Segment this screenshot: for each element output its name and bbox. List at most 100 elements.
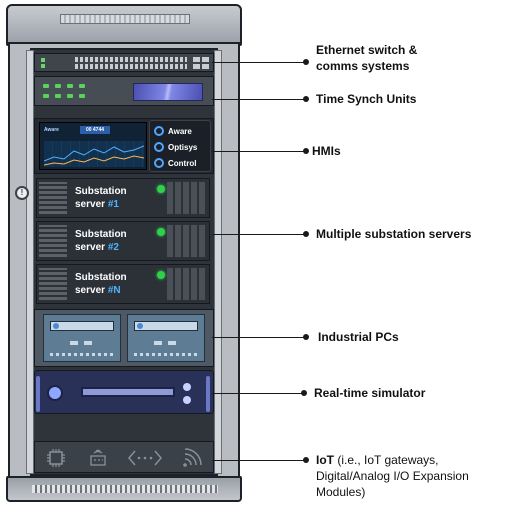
aware-logo-icon bbox=[154, 126, 164, 136]
ipc-port bbox=[84, 341, 92, 345]
hmi-screen: Aware 00 4744 bbox=[39, 122, 147, 170]
server-drive-bays bbox=[167, 268, 207, 300]
ipc-vent bbox=[134, 353, 198, 356]
network-arrows-icon bbox=[128, 450, 162, 466]
led bbox=[79, 94, 85, 98]
substation-server-n: Substation server #N bbox=[36, 264, 210, 304]
time-synch-display bbox=[133, 83, 203, 101]
server-vent bbox=[39, 182, 67, 214]
label-time-synch: Time Synch Units bbox=[316, 92, 417, 106]
simulator-slot bbox=[81, 387, 175, 397]
ethernet-switch-unit bbox=[34, 53, 214, 72]
led bbox=[55, 84, 61, 88]
hmi-app-label: Control bbox=[168, 158, 197, 168]
led bbox=[43, 94, 49, 98]
ipc-drive bbox=[134, 321, 198, 331]
label-iot-rest: (i.e., IoT gateways, Digital/Analog I/O … bbox=[316, 453, 469, 499]
led bbox=[67, 94, 73, 98]
rack-rail-left bbox=[26, 50, 34, 474]
simulator-knob bbox=[47, 385, 63, 401]
simulator-handle-right bbox=[206, 376, 210, 412]
server-label-line2: server bbox=[75, 242, 106, 253]
hmi-screen-graph bbox=[44, 141, 144, 167]
switch-led bbox=[41, 58, 45, 62]
ipc-port bbox=[70, 341, 78, 345]
label-industrial-pcs: Industrial PCs bbox=[318, 330, 399, 344]
server-status-led bbox=[157, 228, 165, 236]
substation-server-1: Substation server #1 bbox=[36, 178, 210, 218]
rack-rail-right bbox=[214, 50, 222, 474]
server-drive-bays bbox=[167, 182, 207, 214]
hmi-app-label: Aware bbox=[168, 126, 192, 136]
time-synch-unit bbox=[34, 76, 214, 106]
real-time-simulator-unit bbox=[34, 370, 214, 414]
hmi-screen-badge: 00 4744 bbox=[80, 126, 110, 134]
substation-server-2: Substation server #2 bbox=[36, 221, 210, 261]
callout-dot-ethernet bbox=[303, 59, 309, 65]
ipc-vent bbox=[50, 353, 114, 356]
server-vent bbox=[39, 225, 67, 257]
control-logo-icon bbox=[154, 158, 164, 168]
callout-line-simulator bbox=[212, 393, 304, 394]
switch-sfp-ports bbox=[193, 57, 209, 69]
callout-line-servers bbox=[212, 234, 306, 235]
server-vent bbox=[39, 268, 67, 300]
simulator-handle-left bbox=[36, 376, 40, 412]
server-status-led bbox=[157, 185, 165, 193]
led bbox=[55, 94, 61, 98]
callout-dot-hmis bbox=[303, 148, 309, 154]
callout-line-ethernet bbox=[212, 62, 306, 63]
wifi-signal-icon bbox=[183, 448, 202, 467]
server-number: #1 bbox=[107, 199, 119, 210]
hmi-app-control: Control bbox=[154, 156, 196, 170]
label-ethernet-line1: Ethernet switch & bbox=[316, 43, 418, 57]
callout-line-hmis bbox=[212, 151, 306, 152]
ipc-port bbox=[154, 341, 162, 345]
simulator-indicator bbox=[183, 383, 191, 391]
callout-line-iot bbox=[212, 460, 306, 461]
ipc-drive bbox=[50, 321, 114, 331]
hmi-app-optisys: Optisys bbox=[154, 140, 197, 154]
power-button-icon bbox=[137, 323, 143, 329]
ipc-port bbox=[168, 341, 176, 345]
hmi-graph-lines bbox=[44, 145, 144, 166]
label-iot: IoT (i.e., IoT gateways, Digital/Analog … bbox=[316, 452, 514, 500]
label-substation-servers: Multiple substation servers bbox=[316, 227, 472, 241]
callout-dot-time-synch bbox=[303, 96, 309, 102]
callout-line-industrial-pcs bbox=[212, 337, 306, 338]
server-label-line2: server bbox=[75, 199, 106, 210]
rack-bottom-vent bbox=[32, 485, 218, 493]
wifi-tower-icon bbox=[90, 449, 106, 466]
hmi-unit: Aware 00 4744 Aware Optisys Control bbox=[34, 118, 214, 174]
label-simulator: Real-time simulator bbox=[314, 386, 426, 400]
callout-dot-industrial-pcs bbox=[303, 334, 309, 340]
led bbox=[79, 84, 85, 88]
rack-top bbox=[6, 4, 242, 46]
label-ethernet: Ethernet switch & comms systems bbox=[316, 42, 417, 74]
hmi-app-label: Optisys bbox=[168, 142, 198, 152]
rack-top-vent bbox=[60, 14, 190, 24]
chip-icon bbox=[47, 449, 65, 467]
hmi-screen-header: Aware bbox=[44, 127, 59, 133]
label-ethernet-line2: comms systems bbox=[316, 59, 410, 73]
server-label-line1: Substation bbox=[75, 186, 127, 197]
callout-line-time-synch bbox=[212, 99, 306, 100]
hmi-app-panel: Aware Optisys Control bbox=[149, 120, 211, 172]
server-number: #2 bbox=[107, 242, 119, 253]
industrial-pc bbox=[43, 314, 121, 362]
server-label-line2: server bbox=[75, 285, 106, 296]
industrial-pcs-unit bbox=[34, 309, 214, 367]
iot-unit bbox=[34, 441, 214, 473]
rack-bottom bbox=[6, 476, 242, 502]
label-iot-bold: IoT bbox=[316, 453, 334, 467]
simulator-indicator bbox=[183, 396, 191, 404]
server-label-line1: Substation bbox=[75, 229, 127, 240]
server-status-led bbox=[157, 271, 165, 279]
callout-dot-servers bbox=[303, 231, 309, 237]
led bbox=[67, 84, 73, 88]
server-drive-bays bbox=[167, 225, 207, 257]
led bbox=[43, 84, 49, 88]
callout-dot-iot bbox=[303, 457, 309, 463]
callout-dot-simulator bbox=[301, 390, 307, 396]
server-title: Substation server #1 bbox=[75, 185, 127, 211]
